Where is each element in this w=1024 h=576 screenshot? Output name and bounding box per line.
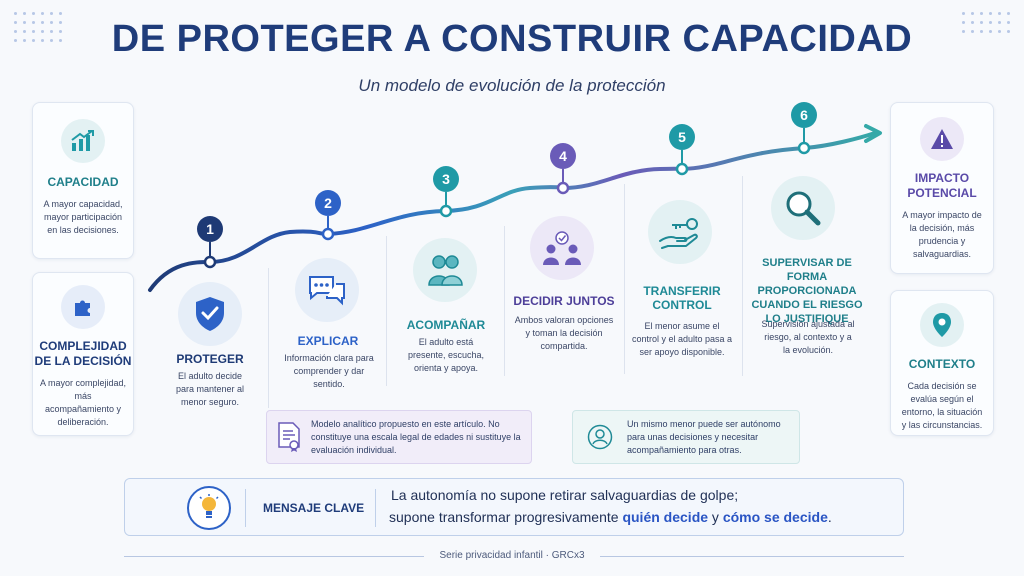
- highlight-quien-decide: quién decide: [622, 509, 709, 525]
- people-support-icon: [413, 238, 477, 302]
- card-contexto: CONTEXTO Cada decisión se evalúa según e…: [890, 290, 994, 436]
- step-number-5: 5: [669, 124, 695, 150]
- note-modelo-analitico: Modelo analítico propuesto en este artíc…: [266, 410, 532, 464]
- card-capacidad: CAPACIDAD A mayor capacidad, mayor parti…: [32, 102, 134, 259]
- step-label-3: ACOMPAÑAR: [406, 318, 486, 332]
- step-desc-1: El adulto decide para mantener al menor …: [175, 371, 245, 407]
- step-number-6: 6: [791, 102, 817, 128]
- step-node-4: [556, 181, 570, 195]
- step-desc-4: Ambos valoran opciones y toman la decisi…: [514, 315, 614, 351]
- shield-check-icon: [178, 282, 242, 346]
- location-pin-icon: [920, 303, 964, 347]
- separator: [504, 226, 505, 376]
- step-number-3: 3: [433, 166, 459, 192]
- card-text: A mayor impacto de la decisión, más prud…: [902, 210, 982, 259]
- key-hand-icon: [648, 200, 712, 264]
- step-label-2: EXPLICAR: [297, 334, 359, 348]
- step-desc-5: El menor asume el control y el adulto pa…: [631, 321, 733, 357]
- growth-chart-icon: [61, 119, 105, 163]
- key-message-text: .: [827, 509, 832, 525]
- separator: [624, 184, 625, 374]
- user-icon: [573, 424, 627, 450]
- note-text: Un mismo menor puede ser autónomo para u…: [627, 418, 781, 455]
- chat-bubbles-icon: [295, 258, 359, 322]
- key-message-line1: La autonomía no supone retirar salvaguar…: [391, 487, 739, 503]
- step-number-4: 4: [550, 143, 576, 169]
- puzzle-icon: [61, 285, 105, 329]
- decorative-dots-top-left: [14, 12, 62, 42]
- lightbulb-icon: [187, 486, 231, 530]
- footer-text: Serie privacidad infantil · GRCx3: [439, 550, 585, 561]
- note-text: Modelo analítico propuesto en este artíc…: [311, 418, 521, 455]
- key-message-divider: [245, 489, 246, 527]
- certificate-icon: [267, 421, 311, 453]
- step-desc-2: Información clara para comprender y dar …: [284, 353, 374, 389]
- step-number-1: 1: [197, 216, 223, 242]
- key-message-box: MENSAJE CLAVE La autonomía no supone ret…: [124, 478, 904, 536]
- decorative-dots-top-right: [962, 12, 1010, 33]
- card-text: A mayor complejidad, más acompañamiento …: [39, 378, 127, 427]
- card-text: Cada decisión se evalúa según el entorno…: [901, 381, 983, 430]
- card-title: CONTEXTO: [908, 357, 976, 371]
- card-title: IMPACTO POTENCIAL: [907, 171, 977, 200]
- card-complejidad: COMPLEJIDAD DE LA DECISIÓN A mayor compl…: [32, 272, 134, 436]
- step-desc-6: Supervisión ajustada al riesgo, al conte…: [761, 319, 855, 355]
- key-message-text: supone transformar progresivamente: [389, 509, 623, 525]
- warning-icon: [920, 117, 964, 161]
- page-subtitle: Un modelo de evolución de la protección: [358, 76, 666, 95]
- magnifier-icon: [771, 176, 835, 240]
- card-title: COMPLEJIDAD DE LA DECISIÓN: [34, 339, 132, 368]
- step-label-5: TRANSFERIR CONTROL: [643, 284, 721, 312]
- step-node-5: [675, 162, 689, 176]
- card-title: CAPACIDAD: [47, 175, 119, 189]
- key-message-text: y: [708, 509, 723, 525]
- separator: [268, 268, 269, 408]
- key-message-divider: [375, 489, 376, 527]
- key-message-line2: supone transformar progresivamente quién…: [389, 509, 832, 525]
- step-label-1: PROTEGER: [176, 352, 244, 366]
- shared-decision-icon: [530, 216, 594, 280]
- footer-line-left: [124, 556, 424, 557]
- step-node-3: [439, 204, 453, 218]
- separator: [742, 176, 743, 376]
- step-label-4: DECIDIR JUNTOS: [513, 294, 615, 308]
- page-title: DE PROTEGER A CONSTRUIR CAPACIDAD: [111, 18, 913, 60]
- card-text: A mayor capacidad, mayor participación e…: [43, 199, 123, 235]
- step-node-1: [203, 255, 217, 269]
- key-message-label: MENSAJE CLAVE: [263, 501, 365, 515]
- step-node-6: [797, 141, 811, 155]
- separator: [386, 236, 387, 386]
- step-desc-3: El adulto está presente, escucha, orient…: [407, 337, 485, 373]
- card-impacto: IMPACTO POTENCIAL A mayor impacto de la …: [890, 102, 994, 274]
- step-number-2: 2: [315, 190, 341, 216]
- step-label-6: SUPERVISAR DE FORMA PROPORCIONADA CUANDO…: [751, 257, 863, 325]
- footer-line-right: [600, 556, 904, 557]
- note-mismo-menor: Un mismo menor puede ser autónomo para u…: [572, 410, 800, 464]
- step-node-2: [321, 227, 335, 241]
- highlight-como-se-decide: cómo se decide: [722, 509, 828, 525]
